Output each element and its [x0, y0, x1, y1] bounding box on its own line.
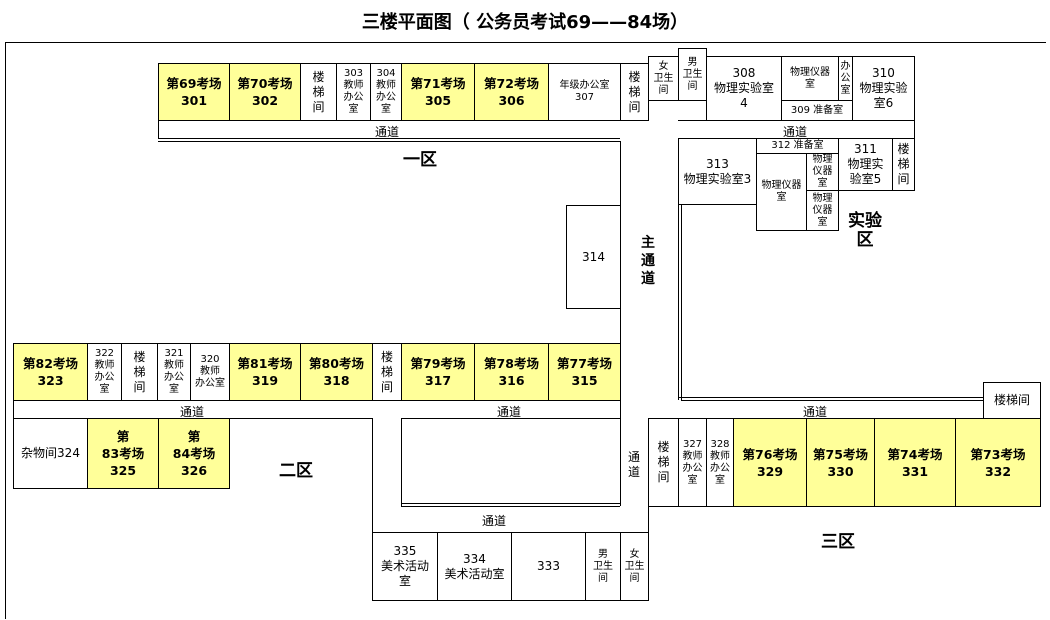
wall-line [620, 141, 621, 400]
zone-1-label: 一区 [403, 150, 437, 170]
room-r311[interactable]: 311 物理实 验室5 [838, 138, 893, 191]
corridor-label-bottom: 通道 [482, 514, 507, 528]
zone-3-label: 三区 [821, 532, 855, 552]
room-r323[interactable]: 第82考场 323 [13, 343, 88, 401]
room-r313[interactable]: 313 物理实验室3 [678, 138, 757, 205]
room-wc-m1[interactable]: 男 卫生 间 [678, 48, 707, 101]
wall-line [372, 418, 373, 532]
room-s4[interactable]: 楼 梯 间 [121, 343, 158, 401]
room-r328[interactable]: 328 教师 办公 室 [706, 418, 734, 507]
wall-line [401, 503, 620, 504]
corridor-label-zone2: 通道 [180, 405, 205, 419]
wall-line [401, 418, 402, 506]
wall-line [678, 120, 914, 121]
room-r308[interactable]: 308 物理实验室 4 [706, 56, 782, 121]
room-r307[interactable]: 年级办公室 307 [548, 63, 621, 121]
room-r309[interactable]: 309 准备室 [781, 100, 853, 121]
room-r317[interactable]: 第79考场 317 [401, 343, 475, 401]
room-r301[interactable]: 第69考场 301 [158, 63, 230, 121]
room-r302[interactable]: 第70考场 302 [229, 63, 301, 121]
wall-line [13, 418, 373, 419]
corridor-label-zone1: 通道 [375, 125, 400, 139]
room-s5[interactable]: 楼 梯 间 [372, 343, 402, 401]
room-r321[interactable]: 321 教师 办公 室 [157, 343, 191, 401]
wall-line [678, 138, 679, 400]
room-office1[interactable]: 办 公 室 [838, 56, 853, 101]
room-r303[interactable]: 303 教师 办公 室 [336, 63, 371, 121]
room-s3[interactable]: 楼 梯 间 [892, 138, 915, 191]
wall-line [620, 418, 621, 506]
zone-2-label: 二区 [279, 461, 313, 481]
room-s2[interactable]: 楼 梯 间 [620, 63, 649, 121]
room-r330[interactable]: 第75考场 330 [806, 418, 875, 507]
wall-line [158, 120, 159, 138]
corridor-label-vertical: 通 道 [627, 450, 640, 479]
corridor-label-lab: 通道 [783, 125, 808, 139]
wall-line [681, 400, 983, 401]
wall-line [620, 400, 621, 418]
wall-line [648, 418, 649, 532]
room-r332[interactable]: 第73考场 332 [955, 418, 1041, 507]
room-r315[interactable]: 第77考场 315 [548, 343, 621, 401]
room-r318[interactable]: 第80考场 318 [300, 343, 373, 401]
room-inst3[interactable]: 物理 仪器 室 [806, 153, 839, 191]
room-r324[interactable]: 杂物间324 [13, 418, 88, 489]
wall-line [13, 488, 229, 489]
room-r325[interactable]: 第 83考场 325 [87, 418, 159, 489]
room-s6[interactable]: 楼梯间 [983, 382, 1041, 419]
wall-line [372, 532, 648, 533]
wall-line [158, 141, 620, 142]
corridor-label-middle: 通道 [497, 405, 522, 419]
room-r316[interactable]: 第78考场 316 [474, 343, 549, 401]
room-r327[interactable]: 327 教师 办公 室 [678, 418, 707, 507]
lab-zone-label: 实验 区 [848, 211, 882, 250]
room-wc-f1[interactable]: 女 卫生 间 [648, 56, 679, 101]
room-inst4[interactable]: 物理 仪器 室 [806, 190, 839, 231]
room-r320[interactable]: 320 教师 办公室 [190, 343, 230, 401]
room-r329[interactable]: 第76考场 329 [733, 418, 807, 507]
wall-line [401, 506, 620, 507]
room-r334[interactable]: 334 美术活动室 [437, 532, 512, 601]
wall-line [158, 138, 620, 139]
room-s1[interactable]: 楼 梯 间 [300, 63, 337, 121]
room-r310[interactable]: 310 物理实验 室6 [852, 56, 915, 121]
wall-line [678, 138, 914, 139]
room-s7[interactable]: 楼 梯 间 [648, 418, 679, 507]
room-r326[interactable]: 第 84考场 326 [158, 418, 230, 489]
room-r305[interactable]: 第71考场 305 [401, 63, 475, 121]
room-r312[interactable]: 312 准备室 [756, 138, 839, 154]
room-r319[interactable]: 第81考场 319 [229, 343, 301, 401]
wall-line [401, 418, 620, 419]
room-r322[interactable]: 322 教师 办公 室 [87, 343, 122, 401]
wall-line [1040, 418, 1041, 506]
room-r333[interactable]: 333 [511, 532, 586, 601]
room-r314[interactable]: 314 [566, 205, 621, 309]
room-r306[interactable]: 第72考场 306 [474, 63, 549, 121]
main-corridor-label: 主 通 道 [641, 235, 655, 287]
wall-line [681, 418, 983, 419]
wall-line [681, 204, 682, 400]
sheet-frame [5, 42, 1046, 619]
room-r304[interactable]: 304 教师 办公 室 [370, 63, 402, 121]
page-title: 三楼平面图（ 公务员考试69——84场） [361, 12, 689, 33]
wall-line [229, 418, 230, 488]
room-wc-m2[interactable]: 男 卫生 间 [585, 532, 621, 601]
wall-line [13, 400, 14, 418]
room-inst1[interactable]: 物理仪器 室 [781, 56, 839, 101]
wall-line [678, 397, 983, 398]
room-r331[interactable]: 第74考场 331 [874, 418, 956, 507]
room-r335[interactable]: 335 美术活动 室 [372, 532, 438, 601]
room-wc-f2[interactable]: 女 卫生 间 [620, 532, 649, 601]
corridor-label-zone3: 通道 [803, 405, 828, 419]
room-inst2[interactable]: 物理仪器 室 [756, 153, 807, 231]
wall-line [914, 120, 915, 138]
